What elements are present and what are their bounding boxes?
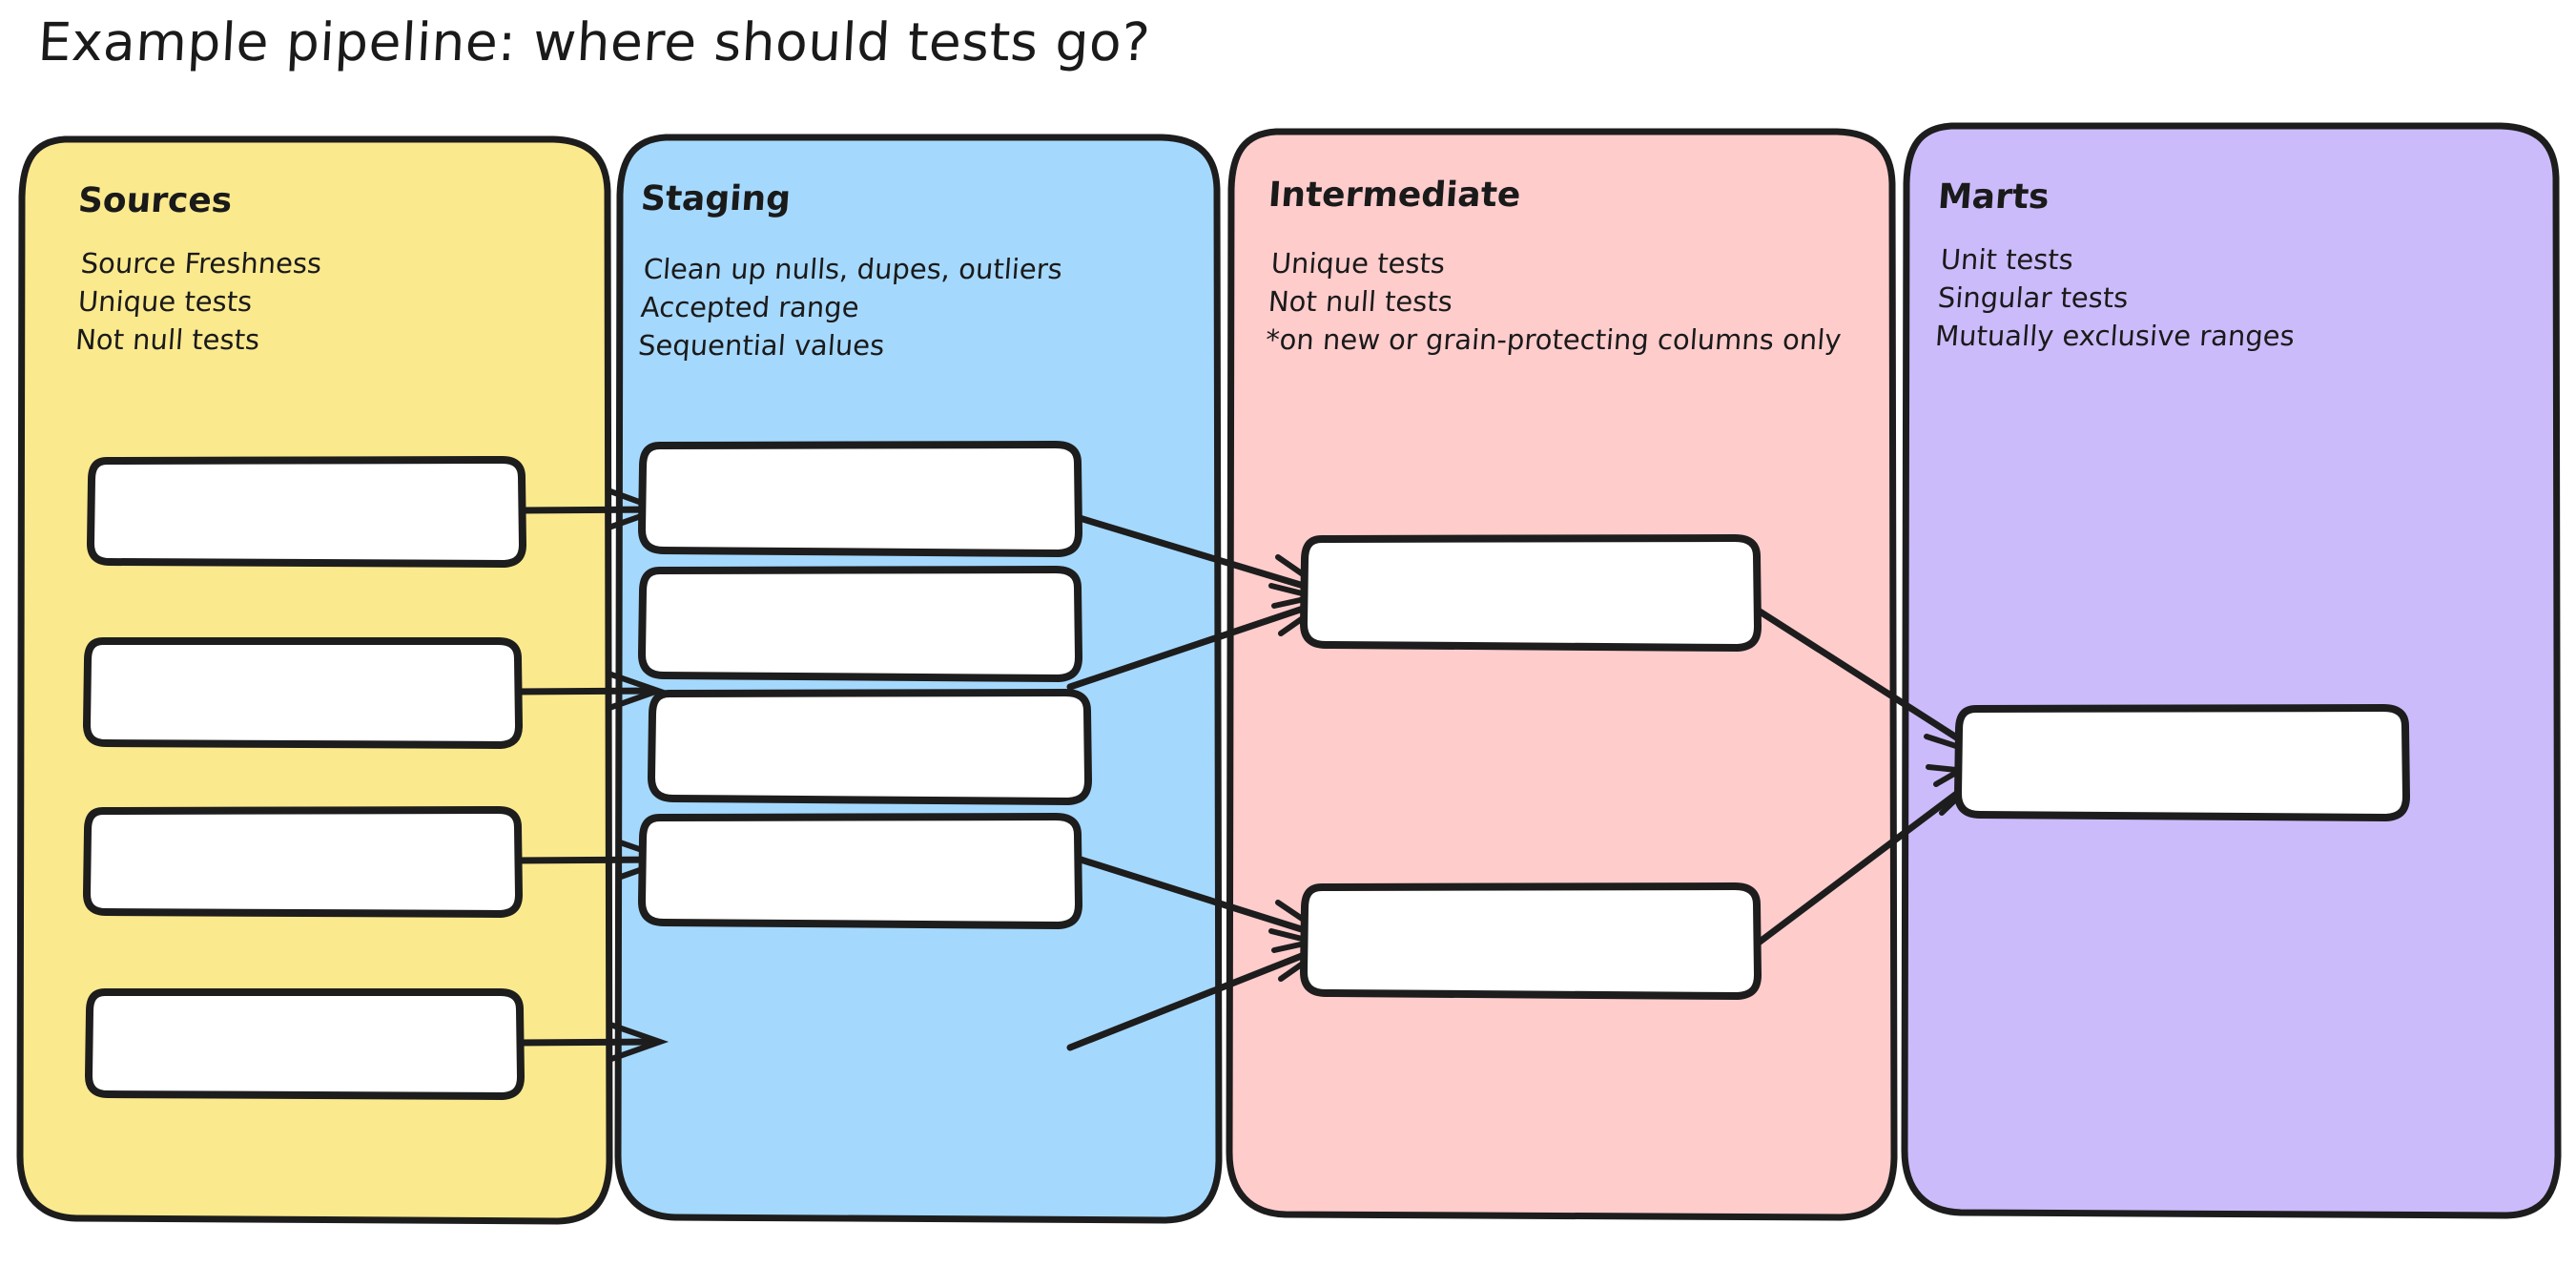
- staging-node-4[interactable]: [638, 813, 1082, 929]
- lane-title-staging: Staging: [639, 179, 793, 218]
- staging-node-3[interactable]: [648, 689, 1092, 805]
- source-node-3[interactable]: [83, 806, 523, 918]
- lane-marts: [1901, 122, 2562, 1219]
- lane-title-intermediate: Intermediate: [1267, 176, 1522, 215]
- lane-note: Not null tests: [1267, 285, 1454, 318]
- lane-note: Not null tests: [74, 323, 261, 356]
- edge-group-sources-staging: [511, 488, 679, 1062]
- lane-note: Accepted range: [639, 291, 860, 323]
- lane-note: Unique tests: [1269, 247, 1447, 280]
- lane-title-sources: Sources: [76, 181, 234, 220]
- intermediate-node-2[interactable]: [1300, 882, 1762, 1000]
- source-node-1[interactable]: [87, 456, 526, 568]
- lane-notes-marts: Unit tests Singular tests Mutually exclu…: [1934, 240, 2301, 355]
- staging-node-2[interactable]: [638, 566, 1082, 682]
- intermediate-node-1[interactable]: [1300, 534, 1762, 652]
- lane-note: Unit tests: [1939, 243, 2075, 276]
- lane-note: Clean up nulls, dupes, outliers: [642, 253, 1064, 285]
- staging-node-1[interactable]: [638, 441, 1082, 557]
- lane-notes-staging: Clean up nulls, dupes, outliers Accepted…: [637, 250, 1063, 364]
- lane-note: Unique tests: [76, 285, 254, 318]
- lane-note: Mutually exclusive ranges: [1934, 320, 2297, 352]
- source-node-4[interactable]: [85, 988, 525, 1100]
- lane-notes-intermediate: Unique tests Not null tests *on new or g…: [1265, 244, 1848, 359]
- lane-note: Sequential values: [637, 329, 886, 362]
- marts-node-1[interactable]: [1954, 704, 2410, 821]
- lane-note: Singular tests: [1936, 281, 2130, 314]
- page-title: Example pipeline: where should tests go?: [36, 11, 1152, 73]
- source-node-2[interactable]: [83, 637, 523, 749]
- lane-note: *on new or grain-protecting columns only: [1265, 323, 1843, 356]
- lane-note: Source Freshness: [79, 247, 323, 280]
- lane-title-marts: Marts: [1936, 177, 2050, 217]
- lane-notes-sources: Source Freshness Unique tests Not null t…: [74, 244, 323, 359]
